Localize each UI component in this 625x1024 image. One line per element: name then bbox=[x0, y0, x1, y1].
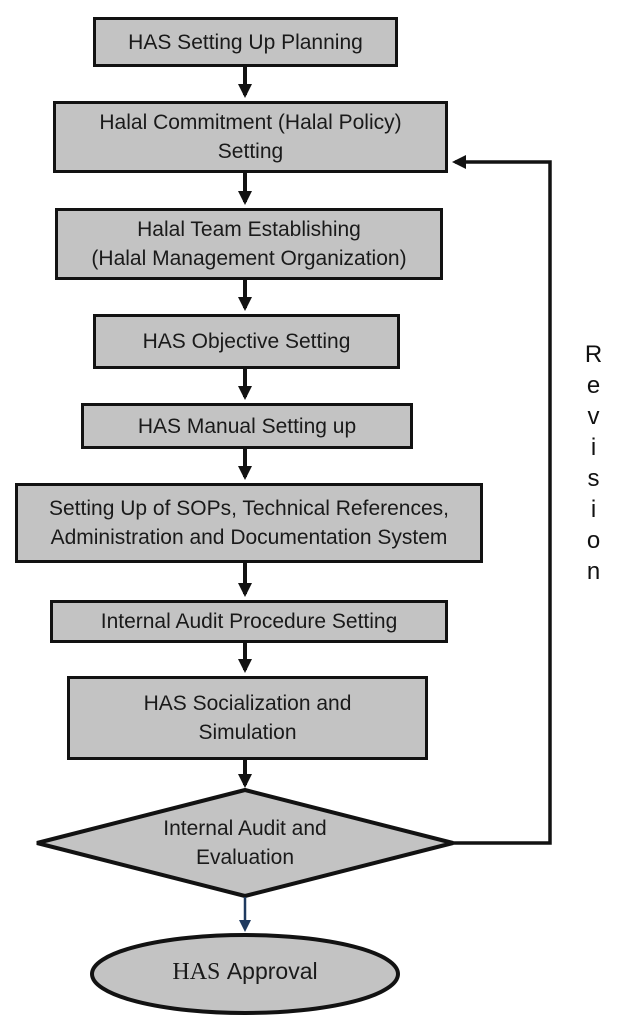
node-has-objective-setting: HAS Objective Setting bbox=[93, 314, 400, 369]
approval-label-serif: HAS bbox=[172, 959, 221, 985]
node-has-socialization: HAS Socialization and Simulation bbox=[67, 676, 428, 760]
node-label: HAS Setting Up Planning bbox=[128, 30, 363, 54]
node-label: HAS Objective Setting bbox=[142, 330, 351, 353]
approval-label-sans: Approval bbox=[226, 958, 318, 984]
node-label: Internal Audit Procedure Setting bbox=[100, 610, 398, 633]
node-halal-team-establishing: Halal Team Establishing (Halal Managemen… bbox=[55, 208, 443, 280]
node-label: Setting bbox=[217, 140, 284, 163]
revision-feedback-path bbox=[451, 155, 552, 845]
diamond-label: Internal Audit and Evaluation bbox=[135, 812, 355, 874]
node-label: Simulation bbox=[198, 721, 297, 744]
node-label: Internal Audit and bbox=[163, 817, 327, 840]
ellipse-has-approval bbox=[90, 933, 400, 1015]
node-halal-commitment: Halal Commitment (Halal Policy) Setting bbox=[53, 101, 448, 173]
node-label: HAS Manual Setting up bbox=[137, 414, 357, 438]
node-has-manual-setting-up: HAS Manual Setting up bbox=[81, 403, 413, 449]
node-label: Setting Up of SOPs, Technical References… bbox=[49, 497, 449, 520]
node-label: Halal Team Establishing bbox=[137, 218, 361, 241]
revision-label: Revision bbox=[580, 341, 607, 589]
node-label: Administration and Documentation System bbox=[50, 526, 448, 549]
node-label: Evaluation bbox=[195, 846, 295, 869]
diamond-internal-audit-evaluation bbox=[36, 787, 454, 899]
node-label: (Halal Management Organization) bbox=[91, 247, 407, 270]
node-label: Halal Commitment (Halal Policy) bbox=[99, 111, 402, 134]
node-label: HAS Socialization and bbox=[143, 692, 352, 715]
node-has-setting-up-planning: HAS Setting Up Planning bbox=[93, 17, 398, 67]
node-internal-audit-procedure: Internal Audit Procedure Setting bbox=[50, 600, 448, 643]
node-sops-setup: Setting Up of SOPs, Technical References… bbox=[15, 483, 483, 563]
